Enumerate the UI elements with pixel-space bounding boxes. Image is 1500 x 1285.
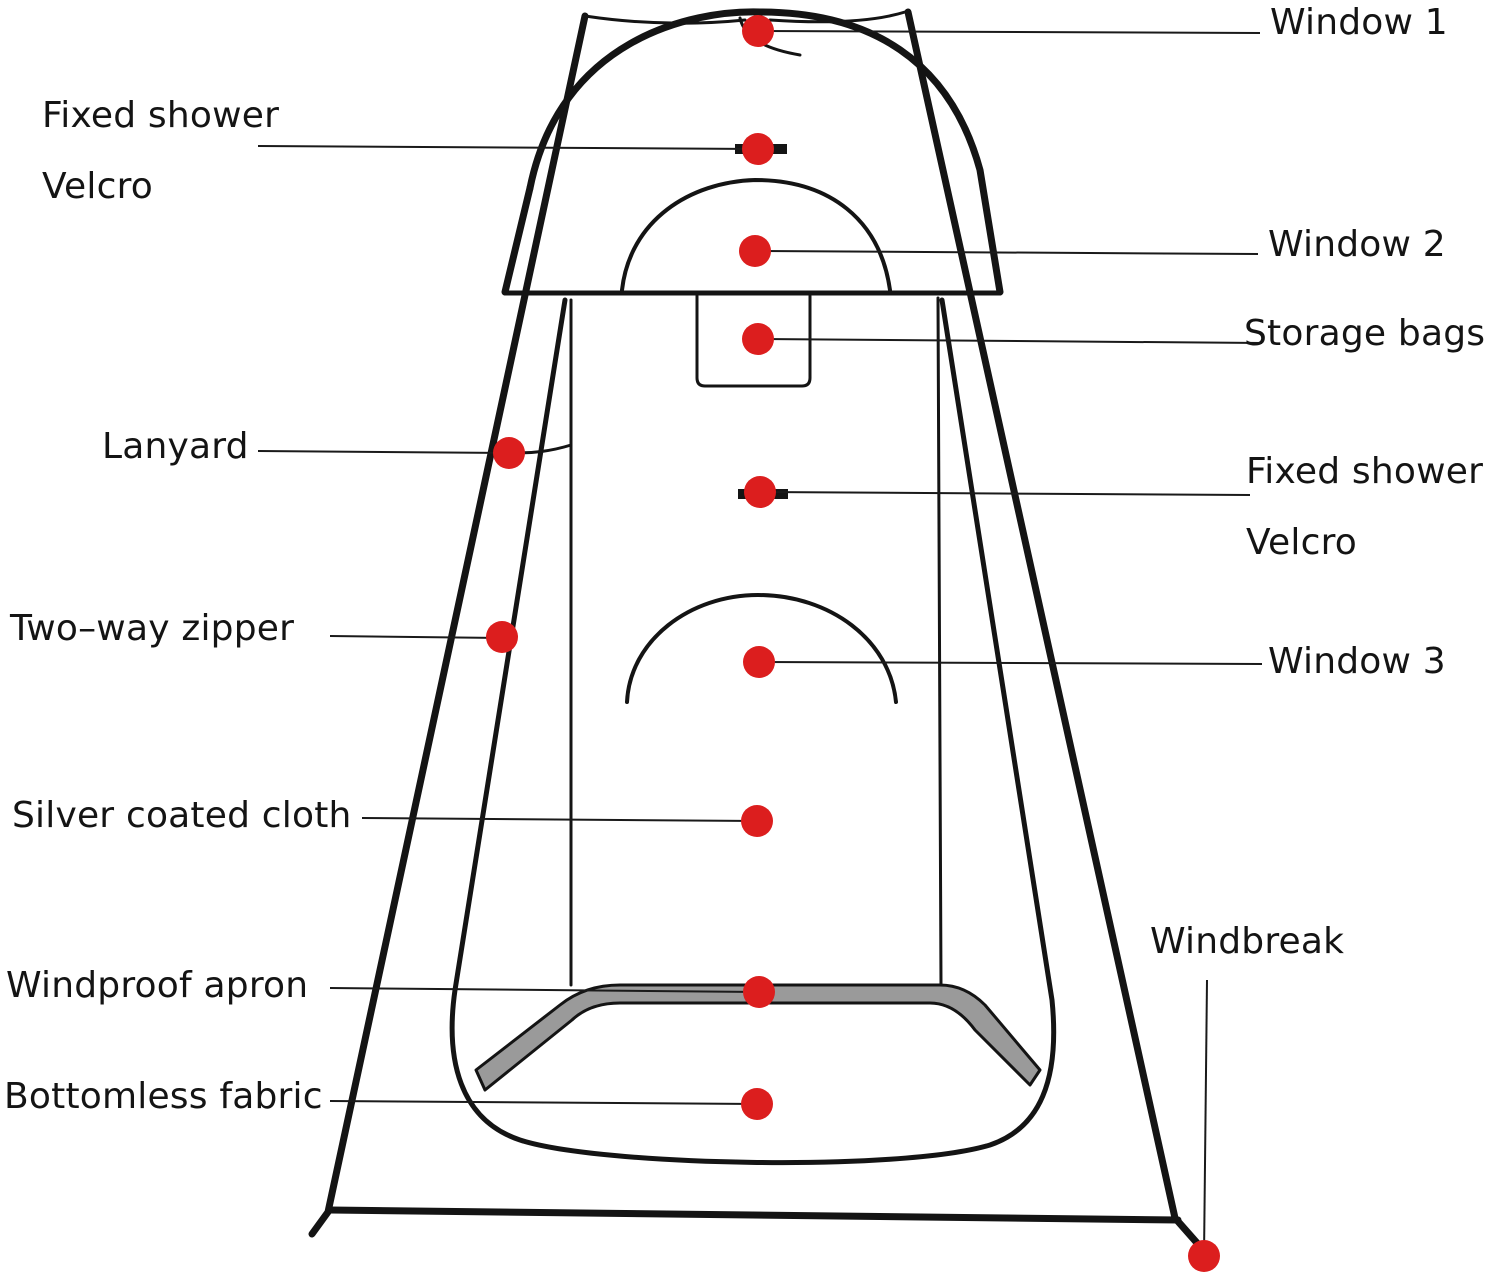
windproof-apron xyxy=(474,983,1042,1092)
leader-fixed-shower-mid xyxy=(759,491,1251,496)
label-window2: Window 2 xyxy=(1268,224,1446,265)
marker-silver-coated-cloth xyxy=(741,805,773,837)
leader-window3 xyxy=(758,661,1263,665)
leader-windproof-apron xyxy=(329,987,760,993)
label-windbreak: Windbreak xyxy=(1150,921,1345,962)
leader-lines xyxy=(257,30,1263,1257)
label-window3: Window 3 xyxy=(1268,641,1446,682)
marker-fixed-shower-top xyxy=(742,133,774,165)
inner-right-pole xyxy=(936,296,943,987)
leader-silver-coated-cloth xyxy=(361,817,758,822)
tent-outline xyxy=(308,8,1209,1256)
markers xyxy=(486,15,1220,1272)
marker-window2 xyxy=(739,235,771,267)
leader-two-way-zipper xyxy=(329,635,503,639)
marker-two-way-zipper xyxy=(486,621,518,653)
label-fixed-shower-top-line1: Fixed shower xyxy=(42,95,280,136)
label-fixed-shower-mid-line2: Velcro xyxy=(1246,522,1358,563)
label-bottomless-fabric: Bottomless fabric xyxy=(4,1076,323,1117)
leader-window2 xyxy=(754,250,1259,255)
label-two-way-zipper: Two–way zipper xyxy=(10,608,295,649)
label-windproof-apron: Windproof apron xyxy=(6,965,309,1006)
marker-window1 xyxy=(742,15,774,47)
tent-dome xyxy=(526,8,1004,296)
window3-arch xyxy=(625,593,898,704)
label-silver-coated-cloth: Silver coated cloth xyxy=(12,795,352,836)
leader-bottomless-fabric xyxy=(329,1100,758,1105)
marker-bottomless-fabric xyxy=(741,1088,773,1120)
tent-dome-left-side xyxy=(501,184,534,296)
marker-windproof-apron xyxy=(743,976,775,1008)
marker-fixed-shower-mid xyxy=(744,476,776,508)
leader-fixed-shower-top xyxy=(257,145,759,150)
leader-storage-bags xyxy=(757,338,1263,344)
door-panel xyxy=(449,297,1057,1166)
marker-lanyard xyxy=(493,437,525,469)
label-fixed-shower-top-line2: Velcro xyxy=(42,166,154,207)
marker-window3 xyxy=(743,646,775,678)
label-storage-bags: Storage bags xyxy=(1244,313,1486,354)
window2-arch xyxy=(620,178,892,292)
marker-windbreak xyxy=(1188,1240,1220,1272)
leader-lanyard xyxy=(257,450,510,454)
marker-storage-bags xyxy=(742,323,774,355)
label-window1: Window 1 xyxy=(1270,2,1448,43)
leader-window1 xyxy=(757,30,1261,34)
storage-bag-outline xyxy=(695,294,812,388)
label-fixed-shower-mid-line1: Fixed shower xyxy=(1246,451,1484,492)
leader-windbreak xyxy=(1203,979,1208,1257)
label-lanyard: Lanyard xyxy=(102,426,249,467)
